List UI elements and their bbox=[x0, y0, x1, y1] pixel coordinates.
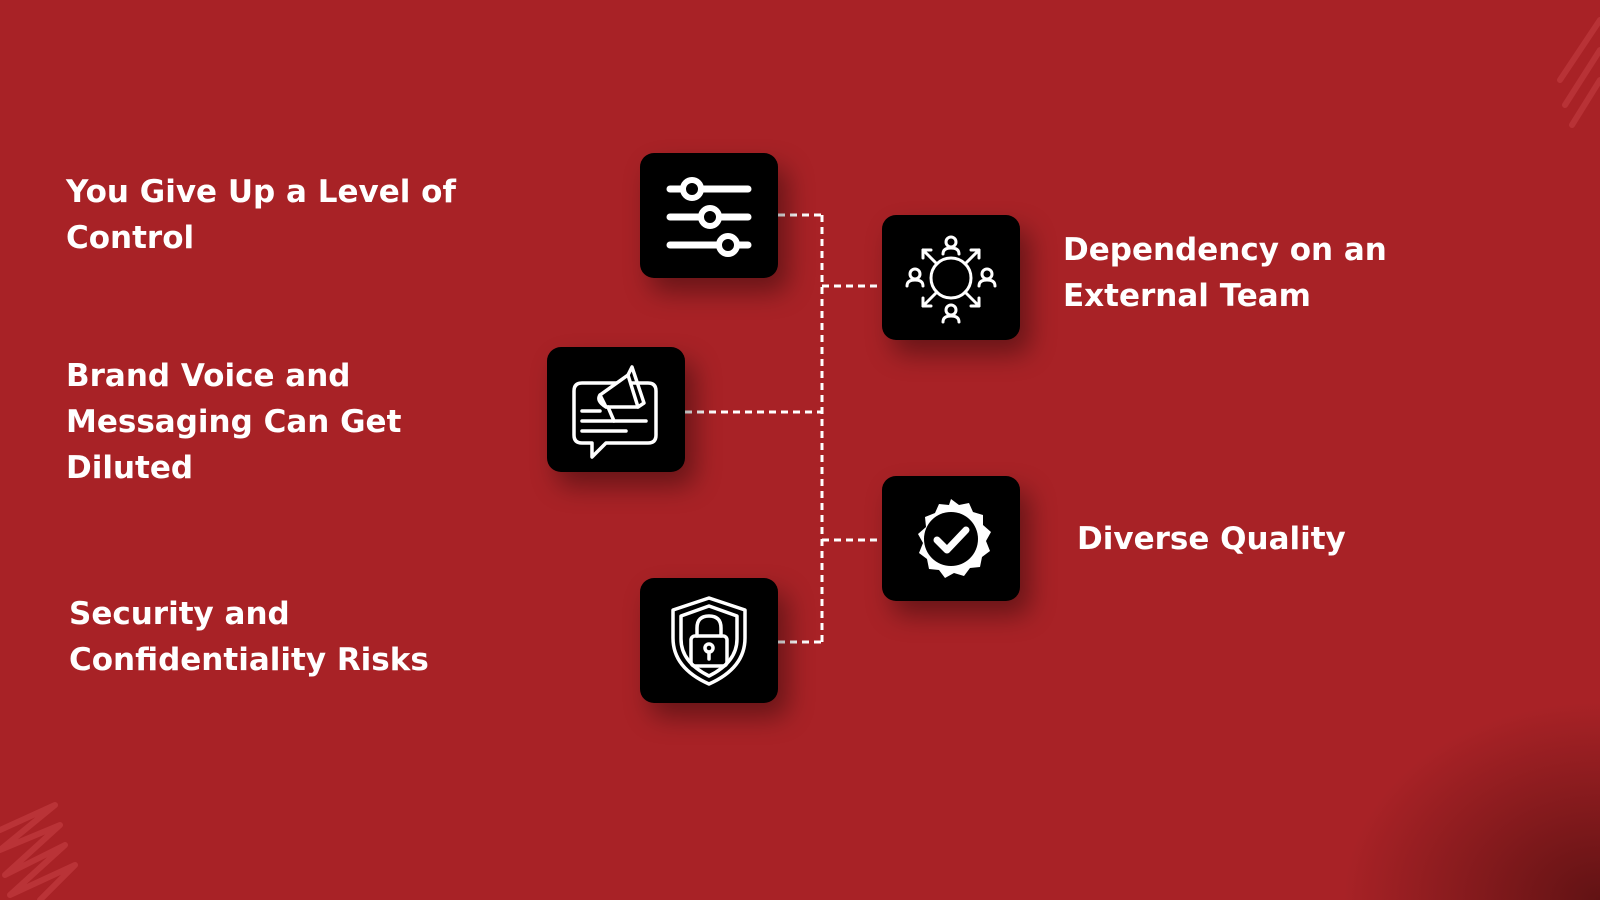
scribble-decoration-top-right bbox=[1557, 17, 1600, 128]
badge-check-icon bbox=[918, 498, 991, 578]
shield-lock-icon bbox=[671, 595, 747, 686]
corner-shade bbox=[1340, 700, 1600, 900]
label-brand: Brand Voice and Messaging Can Get Dilute… bbox=[66, 358, 402, 486]
tile-control bbox=[640, 153, 778, 278]
label-security: Security and Confidentiality Risks bbox=[69, 596, 429, 678]
tile-brand bbox=[547, 347, 685, 472]
team-network-icon bbox=[905, 235, 997, 323]
tile-dependency bbox=[882, 215, 1020, 340]
megaphone-message-icon bbox=[572, 364, 658, 459]
tile-quality bbox=[882, 476, 1020, 601]
sliders-icon bbox=[666, 176, 752, 257]
scribble-decoration-bottom-left bbox=[0, 802, 78, 900]
label-dependency: Dependency on an External Team bbox=[1063, 232, 1387, 314]
label-quality: Diverse Quality bbox=[1077, 521, 1346, 557]
tile-security bbox=[640, 578, 778, 703]
label-control: You Give Up a Level of Control bbox=[66, 174, 456, 256]
